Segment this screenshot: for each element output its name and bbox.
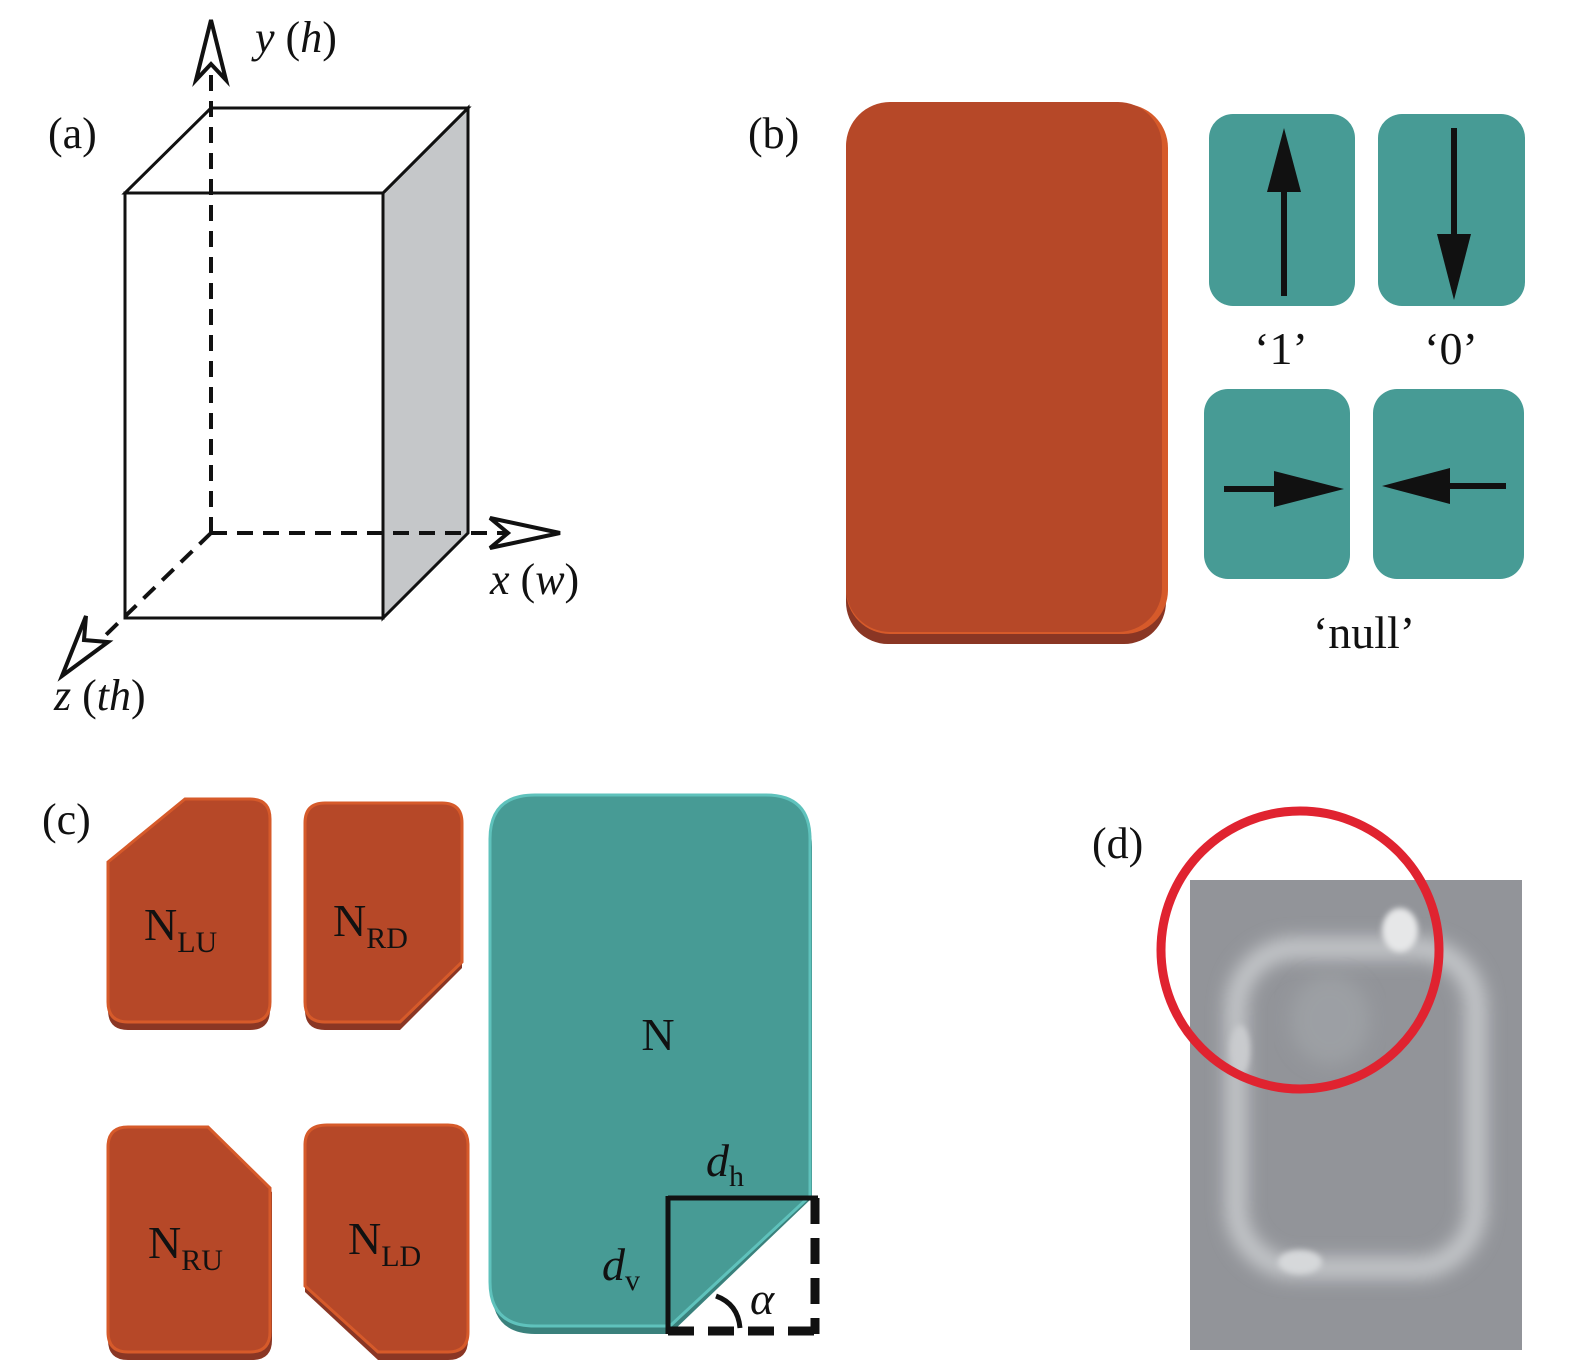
panel-d-label: (d) [1092, 819, 1143, 868]
magnet-state-one [1209, 114, 1355, 306]
magnet-n-ru: NRU [106, 1125, 272, 1360]
magnet-state-zero [1378, 114, 1525, 306]
down-arrow-icon [1437, 234, 1471, 300]
panel-c-label: (c) [42, 795, 91, 844]
z-axis-label: z (th) [53, 671, 146, 720]
panel-a: (a) y (h) x (w) z (th) [48, 13, 579, 720]
state-zero-label: ‘0’ [1424, 323, 1478, 374]
state-null-label: ‘null’ [1313, 607, 1415, 658]
up-arrow-icon [1267, 128, 1301, 192]
z-axis-line [78, 531, 213, 662]
x-axis-label: x (w) [489, 555, 579, 604]
magnet-n-large: N [488, 793, 812, 1334]
magnet-n-rd-label: NRD [333, 895, 408, 955]
panel-b-label: (b) [748, 109, 799, 158]
dv-label: dv [602, 1239, 640, 1297]
magnet-n-lu: NLU [106, 797, 272, 1030]
mfm-image [1190, 880, 1522, 1350]
magnet-n-large-label: N [641, 1009, 674, 1060]
large-orange-magnet [846, 102, 1168, 644]
dh-label: dh [706, 1135, 744, 1193]
y-axis-arrow-icon [192, 19, 230, 87]
magnet-n-ru-label: NRU [148, 1217, 223, 1277]
cube-front-face [123, 191, 385, 620]
magnet-state-null-right [1204, 389, 1350, 579]
z-axis-arrow-icon [57, 615, 114, 682]
left-arrow-icon [1382, 468, 1450, 504]
alpha-label: α [750, 1273, 775, 1324]
panel-d: (d) [1092, 806, 1522, 1350]
y-axis-label: y (h) [251, 13, 337, 62]
highlight-circle [1156, 806, 1444, 1094]
panel-b: (b) ‘1’ ‘0’ ‘null’ [748, 102, 1525, 658]
magnet-n-ld: NLD [303, 1123, 470, 1360]
right-arrow-icon [1274, 471, 1344, 507]
panel-a-label: (a) [48, 109, 97, 158]
magnet-n-ld-label: NLD [348, 1213, 421, 1273]
magnet-n-lu-label: NLU [144, 899, 218, 959]
panel-c: (c) NLU NRD NRU NLD N [42, 793, 820, 1360]
magnet-state-null-left [1373, 389, 1524, 579]
magnet-n-rd: NRD [303, 801, 464, 1030]
cube-side-face [381, 104, 470, 622]
alpha-arc [715, 1293, 743, 1329]
state-one-label: ‘1’ [1254, 323, 1308, 374]
x-axis-arrow-icon [488, 516, 561, 550]
